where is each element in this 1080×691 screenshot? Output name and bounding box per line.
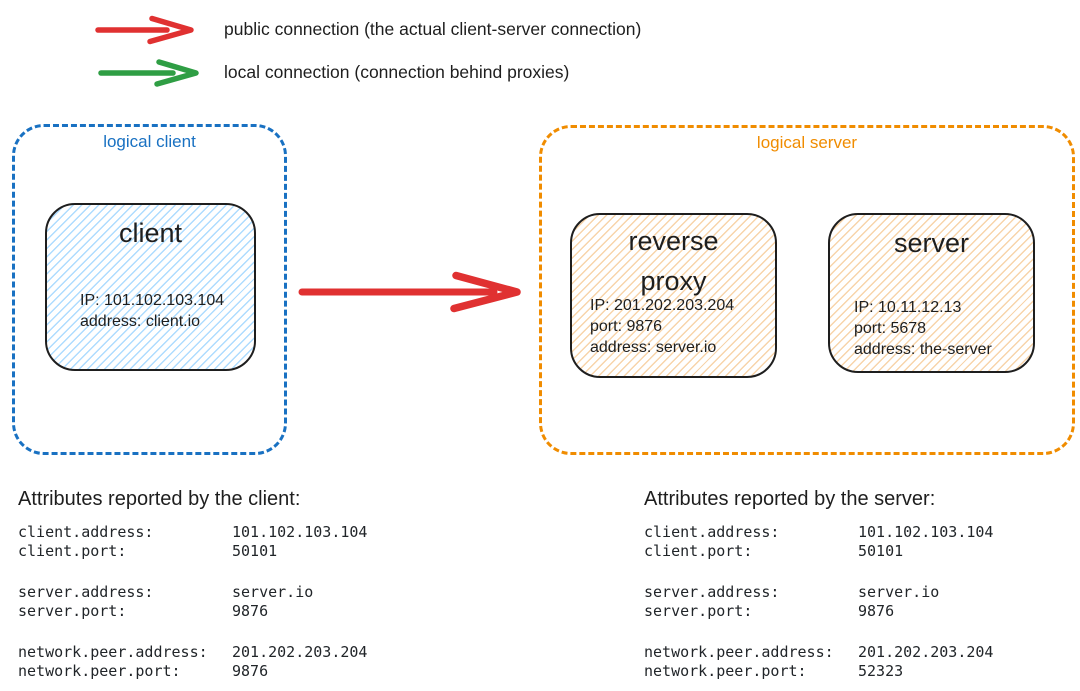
client-attr-group-server: server.address: server.io server.port: 9… — [18, 583, 367, 620]
attr-key: network.peer.port: — [18, 661, 181, 680]
logical-client-group: logical client — [12, 124, 287, 455]
reverse-proxy-node-title: reverse proxy — [628, 226, 719, 296]
attr-key: server.port: — [18, 601, 127, 620]
reverse-proxy-address-line: address: server.io — [590, 339, 717, 356]
reverse-proxy-port-line: port: 9876 — [590, 318, 663, 335]
server-node: server IP: 10.11.12.13 port: 5678 addres… — [828, 213, 1035, 373]
attr-row: network.peer.port: 52323 — [644, 662, 993, 681]
local-connection-legend-label: local connection (connection behind prox… — [224, 62, 570, 82]
attr-row: client.address: 101.102.103.104 — [18, 523, 367, 542]
server-ip-line: IP: 10.11.12.13 — [854, 299, 962, 316]
client-ip-line: IP: 101.102.103.104 — [80, 292, 225, 309]
attributes-server-section: Attributes reported by the server: clien… — [644, 487, 993, 691]
attr-key: client.port: — [18, 541, 127, 560]
attr-value: 9876 — [232, 661, 269, 680]
local-connection-arrow-icon — [98, 59, 199, 87]
client-address-line: address: client.io — [80, 313, 201, 330]
attr-value: 52323 — [858, 661, 904, 680]
attr-key: client.address: — [644, 523, 780, 541]
attr-key: network.peer.address: — [644, 643, 834, 661]
server-port-line: port: 5678 — [854, 320, 927, 337]
attr-value: server.io — [858, 583, 940, 601]
attr-value: 201.202.203.204 — [232, 643, 368, 661]
attr-key: network.peer.port: — [644, 661, 807, 680]
attr-value: server.io — [232, 583, 314, 601]
client-node-details: IP: 101.102.103.104 address: client.io — [80, 290, 224, 332]
attr-row: client.address: 101.102.103.104 — [644, 523, 993, 542]
attr-value: 50101 — [858, 541, 904, 560]
client-node: client IP: 101.102.103.104 address: clie… — [45, 203, 256, 371]
reverse-proxy-node-details: IP: 201.202.203.204 port: 9876 address: … — [590, 295, 734, 358]
attr-value: 9876 — [858, 601, 895, 620]
public-connection-main-arrow-icon — [298, 271, 521, 313]
public-connection-arrow-icon — [95, 15, 194, 45]
attributes-client-heading: Attributes reported by the client: — [18, 488, 301, 510]
attr-row: server.port: 9876 — [644, 602, 993, 621]
attr-key: client.port: — [644, 541, 753, 560]
client-node-title: client — [118, 218, 183, 248]
server-attr-group-server: server.address: server.io server.port: 9… — [644, 583, 993, 620]
server-address-line: address: the-server — [854, 341, 992, 358]
attr-value: 50101 — [232, 541, 278, 560]
client-attr-group-network-peer: network.peer.address: 201.202.203.204 ne… — [18, 643, 367, 680]
logical-server-label: logical server — [756, 133, 858, 152]
attr-value: 201.202.203.204 — [858, 643, 994, 661]
reverse-proxy-node: reverse proxy IP: 201.202.203.204 port: … — [570, 213, 777, 378]
client-attr-group-client: client.address: 101.102.103.104 client.p… — [18, 523, 367, 560]
logical-server-group: logical server — [539, 125, 1075, 455]
attr-key: network.peer.address: — [18, 643, 208, 661]
attr-value: 101.102.103.104 — [232, 523, 368, 541]
attr-key: client.address: — [18, 523, 154, 541]
attr-key: server.port: — [644, 601, 753, 620]
attr-key: server.address: — [18, 583, 154, 601]
attr-row: network.peer.port: 9876 — [18, 662, 367, 681]
server-node-details: IP: 10.11.12.13 port: 5678 address: the-… — [854, 297, 992, 360]
server-attr-group-network-peer: network.peer.address: 201.202.203.204 ne… — [644, 643, 993, 680]
reverse-proxy-ip-line: IP: 201.202.203.204 — [590, 297, 735, 314]
attr-row: network.peer.address: 201.202.203.204 — [644, 643, 993, 662]
attr-value: 101.102.103.104 — [858, 523, 994, 541]
public-connection-legend-label: public connection (the actual client-ser… — [224, 19, 642, 39]
attr-value: 9876 — [232, 601, 269, 620]
logical-client-label: logical client — [103, 132, 196, 151]
attr-row: client.port: 50101 — [644, 542, 993, 561]
server-node-title: server — [893, 228, 969, 258]
attributes-client-section: Attributes reported by the client: clien… — [18, 487, 367, 691]
attr-row: server.address: server.io — [18, 583, 367, 602]
attr-row: server.address: server.io — [644, 583, 993, 602]
attributes-server-heading: Attributes reported by the server: — [644, 488, 936, 510]
attr-key: server.address: — [644, 583, 780, 601]
attr-row: network.peer.address: 201.202.203.204 — [18, 643, 367, 662]
server-attr-group-client: client.address: 101.102.103.104 client.p… — [644, 523, 993, 560]
attr-row: server.port: 9876 — [18, 602, 367, 621]
attr-row: client.port: 50101 — [18, 542, 367, 561]
